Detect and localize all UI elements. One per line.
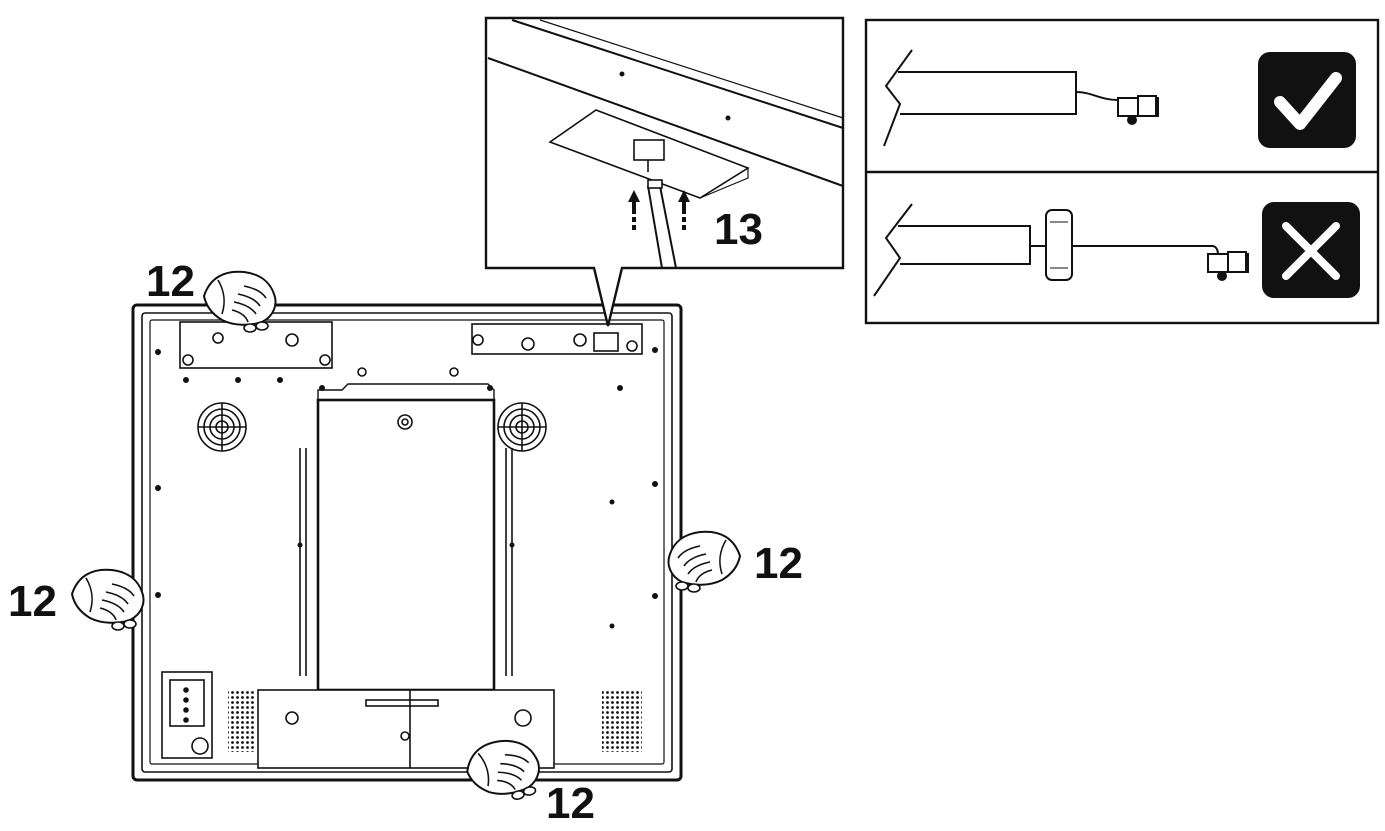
hand-right bbox=[667, 530, 741, 593]
fan-left bbox=[197, 402, 247, 452]
screws bbox=[155, 347, 658, 629]
central-module bbox=[299, 367, 513, 692]
label-12-left: 12 bbox=[8, 577, 57, 626]
incorrect-connection bbox=[873, 203, 1249, 297]
checkmark-icon bbox=[1258, 52, 1356, 148]
vent-left bbox=[228, 690, 256, 752]
fan-right bbox=[497, 402, 547, 452]
vent-right bbox=[602, 690, 642, 752]
label-12-bottom: 12 bbox=[546, 779, 595, 828]
label-12-top-left: 12 bbox=[146, 257, 195, 306]
label-12-right: 12 bbox=[754, 539, 803, 588]
hand-left bbox=[71, 568, 145, 631]
cross-icon bbox=[1262, 202, 1360, 298]
correct-connection bbox=[883, 49, 1159, 147]
detail-callout bbox=[484, 16, 845, 327]
control-box bbox=[161, 671, 213, 759]
inner-frame bbox=[141, 312, 673, 773]
bracket-top-right bbox=[471, 323, 643, 355]
cooktop-underside bbox=[131, 303, 683, 782]
connection-guide-panel bbox=[864, 18, 1380, 325]
label-13: 13 bbox=[714, 205, 763, 254]
up-arrows bbox=[628, 190, 690, 230]
